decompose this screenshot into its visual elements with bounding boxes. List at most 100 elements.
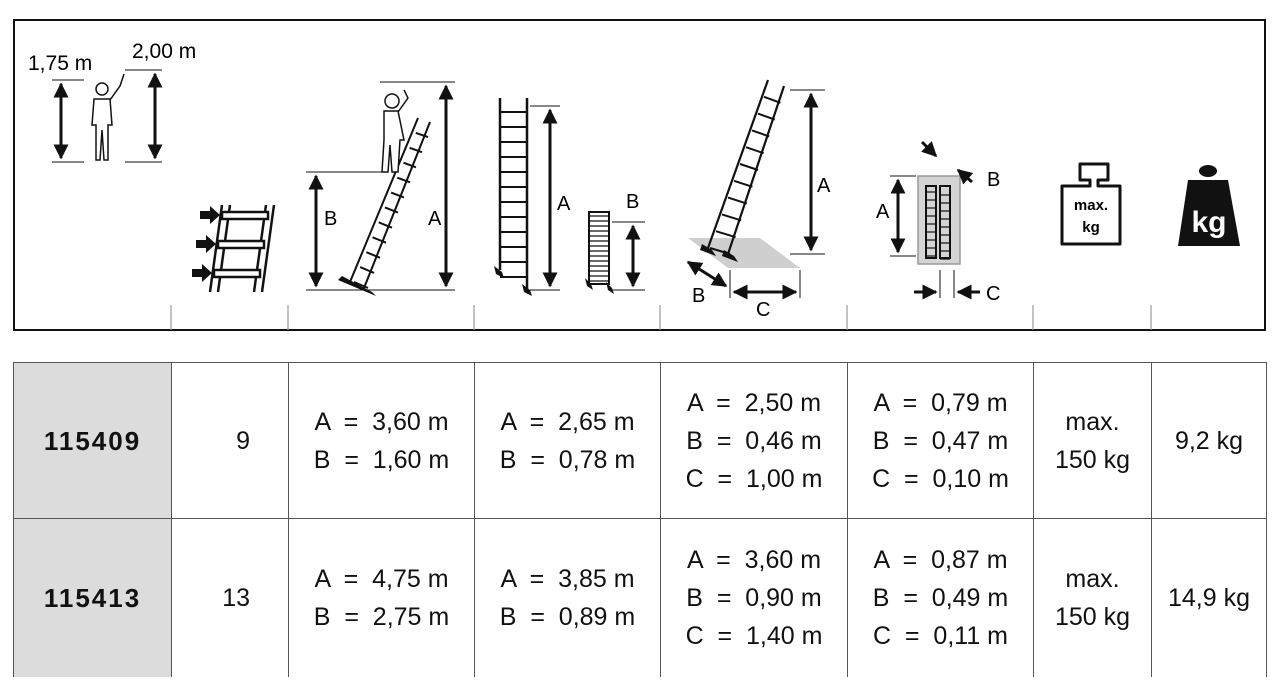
article-number: 115413 <box>13 518 172 677</box>
cell-line: B = 0,47 m <box>872 426 1009 455</box>
cell-stack: A = 2,65 m B = 0,78 m <box>475 403 660 479</box>
extended-label-a: A <box>557 193 571 215</box>
closed-label-b: B <box>626 191 639 213</box>
cell-line: B = 0,49 m <box>872 583 1009 612</box>
cell-line: A = 3,60 m <box>314 407 449 436</box>
leaning-label-a: A <box>428 208 442 230</box>
ladder-rung <box>739 163 759 171</box>
cell-line: max. <box>1065 564 1120 593</box>
ladder-rung <box>396 176 411 184</box>
max-load-icon: max. kg <box>1060 162 1122 246</box>
weight-icon: kg <box>1178 165 1240 246</box>
cell-stack: A = 2,50 m B = 0,46 m C = 1,00 m <box>661 384 847 498</box>
packed-dimensions: A = 0,79 m B = 0,47 m C = 0,10 m <box>847 362 1034 519</box>
packed-dimensions: A = 0,87 m B = 0,49 m C = 0,11 m <box>847 518 1034 677</box>
leaning-dimensions: A = 2,50 m B = 0,46 m C = 1,00 m <box>660 362 848 519</box>
cell-line: B = 1,60 m <box>313 445 450 474</box>
packed-ladder-icon: A B C <box>876 140 1000 305</box>
extended-dimensions: A = 3,85 m B = 0,89 m <box>474 518 661 677</box>
max-load: max. 150 kg <box>1033 362 1152 519</box>
cell-line: B = 2,75 m <box>313 602 450 631</box>
packed-label-b: B <box>987 169 1000 191</box>
cell-line: B = 0,46 m <box>686 426 822 455</box>
ladder-rung <box>378 221 393 229</box>
height-right-label: 2,00 m <box>132 40 196 63</box>
spec-table: 115409 9 A = 3,60 m B = 1,60 m A = 2,65 m B =… <box>13 362 1267 677</box>
ladder-rung <box>409 146 423 154</box>
cell-line: A = 0,79 m <box>873 388 1008 417</box>
cell-line: A = 2,65 m <box>500 407 635 436</box>
max-load-icon-text-1: max. <box>1074 197 1108 214</box>
cell-text: 13 <box>222 583 250 612</box>
base-label-b: B <box>692 285 705 307</box>
rung-arrows-icon <box>192 204 276 293</box>
cell-stack: A = 4,75 m B = 2,75 m <box>289 560 474 636</box>
cell-line: A = 3,60 m <box>686 545 822 574</box>
base-label-c: C <box>756 299 770 321</box>
ladder-rung <box>372 236 387 244</box>
cell-line: A = 3,85 m <box>500 564 635 593</box>
article-number: 115409 <box>13 362 172 519</box>
ladder-rung <box>715 230 736 239</box>
cell-stack: A = 3,85 m B = 0,89 m <box>475 560 660 636</box>
working-height: A = 4,75 m B = 2,75 m <box>288 518 475 677</box>
cell-line: B = 0,78 m <box>499 445 636 474</box>
extended-dimensions: A = 2,65 m B = 0,78 m <box>474 362 661 519</box>
person-height-icon: 1,75 m 2,00 m <box>28 40 196 163</box>
ladder-rung <box>384 206 399 214</box>
ladder-rung <box>751 129 770 138</box>
base-label-a: A <box>817 175 831 197</box>
cell-stack: A = 0,79 m B = 0,47 m C = 0,10 m <box>848 384 1033 498</box>
packed-label-c: C <box>986 283 1000 305</box>
cell-line: A = 0,87 m <box>873 545 1008 574</box>
ladder-rung <box>403 161 417 169</box>
cell-line: A = 4,75 m <box>314 564 449 593</box>
cell-text: 14,9 kg <box>1167 583 1250 612</box>
leaning-label-b: B <box>324 208 337 230</box>
cell-stack: max. 150 kg <box>1034 403 1151 479</box>
cell-line: B = 0,89 m <box>499 602 636 631</box>
cell-text: 115409 <box>43 425 142 456</box>
ladder-rung <box>763 95 781 104</box>
ladder-rung <box>390 191 405 199</box>
cell-line: C = 0,11 m <box>872 621 1008 650</box>
cell-line: max. <box>1065 407 1120 436</box>
cell-line: B = 0,90 m <box>686 583 822 612</box>
ladder-rung <box>721 213 742 222</box>
cell-stack: A = 3,60 m B = 1,60 m <box>289 403 474 479</box>
pictogram-strip: 1,75 m 2,00 m B <box>28 40 1240 330</box>
ladder-weight: 14,9 kg <box>1151 518 1267 677</box>
cell-text: 115413 <box>43 582 142 613</box>
ladder-rung <box>733 179 753 188</box>
cell-stack: max. 150 kg <box>1034 560 1151 636</box>
ladder-rung <box>359 266 375 274</box>
cell-stack: A = 0,87 m B = 0,49 m C = 0,11 m <box>848 541 1033 655</box>
table-row: 115409 9 A = 3,60 m B = 1,60 m A = 2,65 m B =… <box>13 362 1267 519</box>
ladder-rung <box>757 112 776 121</box>
pictogram-header <box>13 19 1266 331</box>
leaning-dimensions: A = 3,60 m B = 0,90 m C = 1,40 m <box>660 518 848 677</box>
max-load-icon-text-2: kg <box>1082 219 1100 236</box>
leaning-ladder-icon: B A <box>306 81 455 296</box>
ladder-rung <box>727 196 748 205</box>
ladder-base-icon: A B C <box>686 79 831 321</box>
ladder-weight: 9,2 kg <box>1151 362 1267 519</box>
packed-label-a: A <box>876 201 890 223</box>
weight-icon-text: kg <box>1191 206 1226 239</box>
cell-line: A = 2,50 m <box>686 388 822 417</box>
cell-line: 150 kg <box>1054 602 1131 631</box>
working-height: A = 3,60 m B = 1,60 m <box>288 362 475 519</box>
cell-text: 9 <box>236 426 250 455</box>
cell-stack: A = 3,60 m B = 0,90 m C = 1,40 m <box>661 541 847 655</box>
cell-text: 9,2 kg <box>1174 426 1244 455</box>
cell-line: C = 0,10 m <box>872 464 1009 493</box>
ladder-rung <box>353 281 369 289</box>
table-row: 115413 13 A = 4,75 m B = 2,75 m A = 3,85 m B … <box>13 518 1267 677</box>
ladder-rung <box>365 251 381 259</box>
cell-line: 150 kg <box>1054 445 1131 474</box>
ladder-rung <box>745 146 764 155</box>
ladder-rung <box>415 131 429 139</box>
ladder-dimensions-icon: A B <box>494 98 645 296</box>
cell-line: C = 1,40 m <box>685 621 823 650</box>
cell-line: C = 1,00 m <box>685 464 823 493</box>
